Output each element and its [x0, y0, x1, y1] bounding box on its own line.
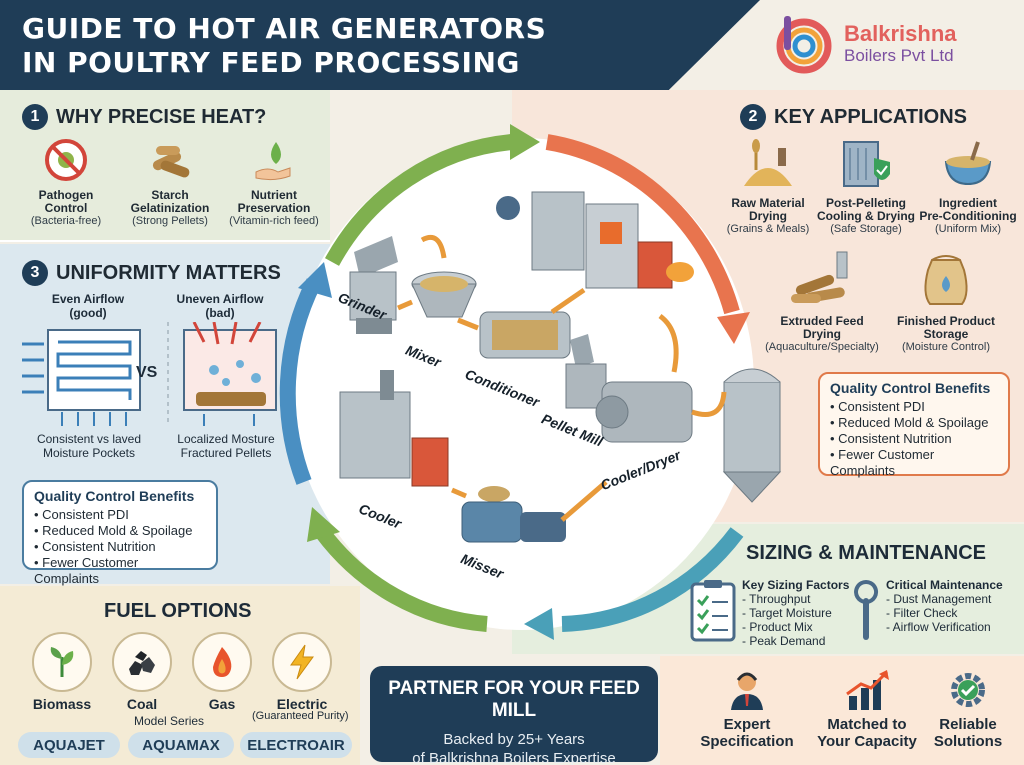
key-qc-box: Quality Control Benefits • Consistent PD…: [818, 372, 1010, 478]
footer-expert: Expert Specification: [692, 668, 802, 750]
logo-name: Balkrishna: [844, 21, 957, 46]
qc-item: • Consistent Nutrition: [34, 539, 156, 554]
pellets-icon: [152, 146, 190, 178]
airflow-comparison-diagram: [22, 322, 277, 426]
grain-pile-icon: [744, 139, 792, 186]
fuel-electric: Electric: [264, 632, 340, 712]
qc-item: • Reduced Mold & Spoilage: [34, 523, 193, 538]
shield-cooler-icon: [843, 141, 890, 187]
gear-check-icon: [951, 673, 985, 707]
key-item-ingredient: Ingredient Pre-Conditioning (Uniform Mix…: [912, 136, 1024, 236]
leaf-icon: [50, 647, 74, 677]
why-item-starch: Starch Gelatinization (Strong Pellets): [122, 136, 218, 228]
uniformity-heading-text: UNIFORMITY MATTERS: [56, 261, 281, 284]
misser-machine: [461, 486, 566, 543]
nutrient-drop-icon: [255, 142, 291, 181]
sizing-heading: SIZING & MAINTENANCE: [746, 542, 986, 564]
cycle-arrow-green-bottom: [315, 527, 488, 632]
fuel-heading: FUEL OPTIONS: [104, 600, 252, 622]
model-series-label: Model Series: [134, 714, 205, 728]
wrench-icon: [854, 580, 879, 640]
footer-capacity: Matched to Your Capacity: [812, 668, 922, 750]
extruded-pellets-icon: [791, 251, 848, 303]
fuel-coal: Coal: [110, 632, 174, 712]
model-aquamax: AQUAMAX: [128, 732, 234, 758]
critical-maintenance: Critical Maintenance - Dust Management -…: [886, 578, 1003, 634]
vs-label: VS: [136, 364, 158, 381]
qc-title: Quality Control Benefits: [34, 488, 195, 504]
qc-item: • Consistent PDI: [830, 399, 925, 414]
why-item-pathogen: Pathogen Control (Bacteria-free): [18, 136, 114, 228]
why-heading: 1 WHY PRECISE HEAT?: [22, 104, 266, 130]
model-electroair: ELECTROAIR: [240, 732, 352, 758]
section-number-3: 3: [22, 260, 48, 286]
partner-title: PARTNER FOR YOUR FEED MILL: [388, 678, 640, 721]
flame-icon: [213, 647, 232, 677]
title-line-1: GUIDE TO HOT AIR GENERATORS: [22, 12, 547, 45]
footer-reliable: Reliable Solutions: [918, 668, 1018, 750]
hot-air-generator-bottom: [339, 370, 449, 487]
balkrishna-logo-icon: [776, 16, 832, 74]
model-aquajet: AQUAJET: [18, 732, 120, 758]
even-airflow-box: [22, 329, 141, 426]
sizing-factors: Key Sizing Factors - Throughput - Target…: [742, 578, 850, 648]
qc-item: • Consistent Nutrition: [830, 431, 952, 446]
qc-item: • Consistent PDI: [34, 507, 129, 522]
partner-line-2: of Balkrishna Boilers Expertise: [412, 750, 616, 765]
fuel-gas: Gas: [190, 632, 254, 712]
growth-chart-icon: [846, 670, 889, 710]
clipboard-checklist-icon: [690, 580, 736, 642]
why-item-nutrient: Nutrient Preservation (Vitamin-rich feed…: [222, 136, 326, 228]
mixer-machine: [411, 271, 477, 318]
no-bacteria-icon: [45, 139, 87, 181]
bowl-icon: [944, 141, 992, 186]
key-item-post-pelleting: Post-Pelleting Cooling & Drying (Safe St…: [816, 136, 916, 236]
even-caption: Consistent vs laved Moisture Pockets: [36, 432, 142, 460]
section-number-2: 2: [740, 104, 766, 130]
key-heading-text: KEY APPLICATIONS: [774, 105, 967, 128]
cycle-arrow-blue: [279, 278, 322, 485]
lightning-icon: [290, 644, 314, 680]
key-applications-heading: 2 KEY APPLICATIONS: [740, 104, 967, 130]
partner-line-1: Backed by 25+ Years: [443, 731, 585, 748]
coal-icon: [129, 651, 155, 675]
key-item-finished-product: Finished Product Storage (Moisture Contr…: [888, 250, 1004, 354]
cycle-arrow-teal: [561, 527, 744, 632]
qc-title: Quality Control Benefits: [830, 380, 991, 396]
silo-tank: [722, 368, 782, 503]
why-heading-text: WHY PRECISE HEAT?: [56, 105, 267, 128]
page-title: GUIDE TO HOT AIR GENERATORS IN POULTRY F…: [22, 12, 546, 80]
cooler-dryer-machine: [595, 381, 693, 443]
qc-item: • Reduced Mold & Spoilage: [830, 415, 989, 430]
company-logo: Balkrishna Boilers Pvt Ltd: [772, 8, 1012, 80]
key-item-raw-material: Raw Material Drying (Grains & Meals): [718, 136, 818, 236]
partner-box: PARTNER FOR YOUR FEED MILL Backed by 25+…: [370, 666, 658, 765]
uneven-caption: Localized Mosture Fractured Pellets: [177, 432, 275, 460]
uneven-airflow-label: Uneven Airflow (bad): [176, 292, 264, 320]
hot-air-generator-top: [496, 191, 694, 289]
fuel-biomass: Biomass: [24, 632, 100, 712]
electric-note: (Guaranteed Purity): [252, 710, 349, 722]
conditioner-machine: [479, 311, 571, 359]
process-cycle-diagram: [279, 124, 782, 640]
feed-sack-icon: [924, 255, 968, 305]
section-number-1: 1: [22, 104, 48, 130]
qc-item: • Fewer Customer Complaints: [34, 555, 139, 586]
uniformity-heading: 3 UNIFORMITY MATTERS: [22, 260, 281, 286]
cycle-arrow-orange: [545, 134, 740, 315]
expert-person-icon: [731, 672, 763, 710]
logo-subtitle: Boilers Pvt Ltd: [844, 46, 954, 65]
header-banner: [0, 0, 760, 90]
even-airflow-label: Even Airflow (good): [51, 292, 125, 320]
key-item-extruded: Extruded Feed Drying (Aquaculture/Specia…: [762, 250, 882, 354]
uneven-airflow-box: [183, 322, 277, 426]
cycle-arrow-green-top: [324, 134, 513, 266]
pellet-mill-machine: [565, 334, 607, 409]
uniformity-qc-box: Quality Control Benefits • Consistent PD…: [22, 480, 218, 586]
benefits-footer-panel: [660, 656, 1024, 765]
title-line-2: IN POULTRY FEED PROCESSING: [22, 46, 520, 79]
grinder-machine: [349, 236, 398, 334]
qc-item: • Fewer Customer Complaints: [830, 447, 935, 478]
